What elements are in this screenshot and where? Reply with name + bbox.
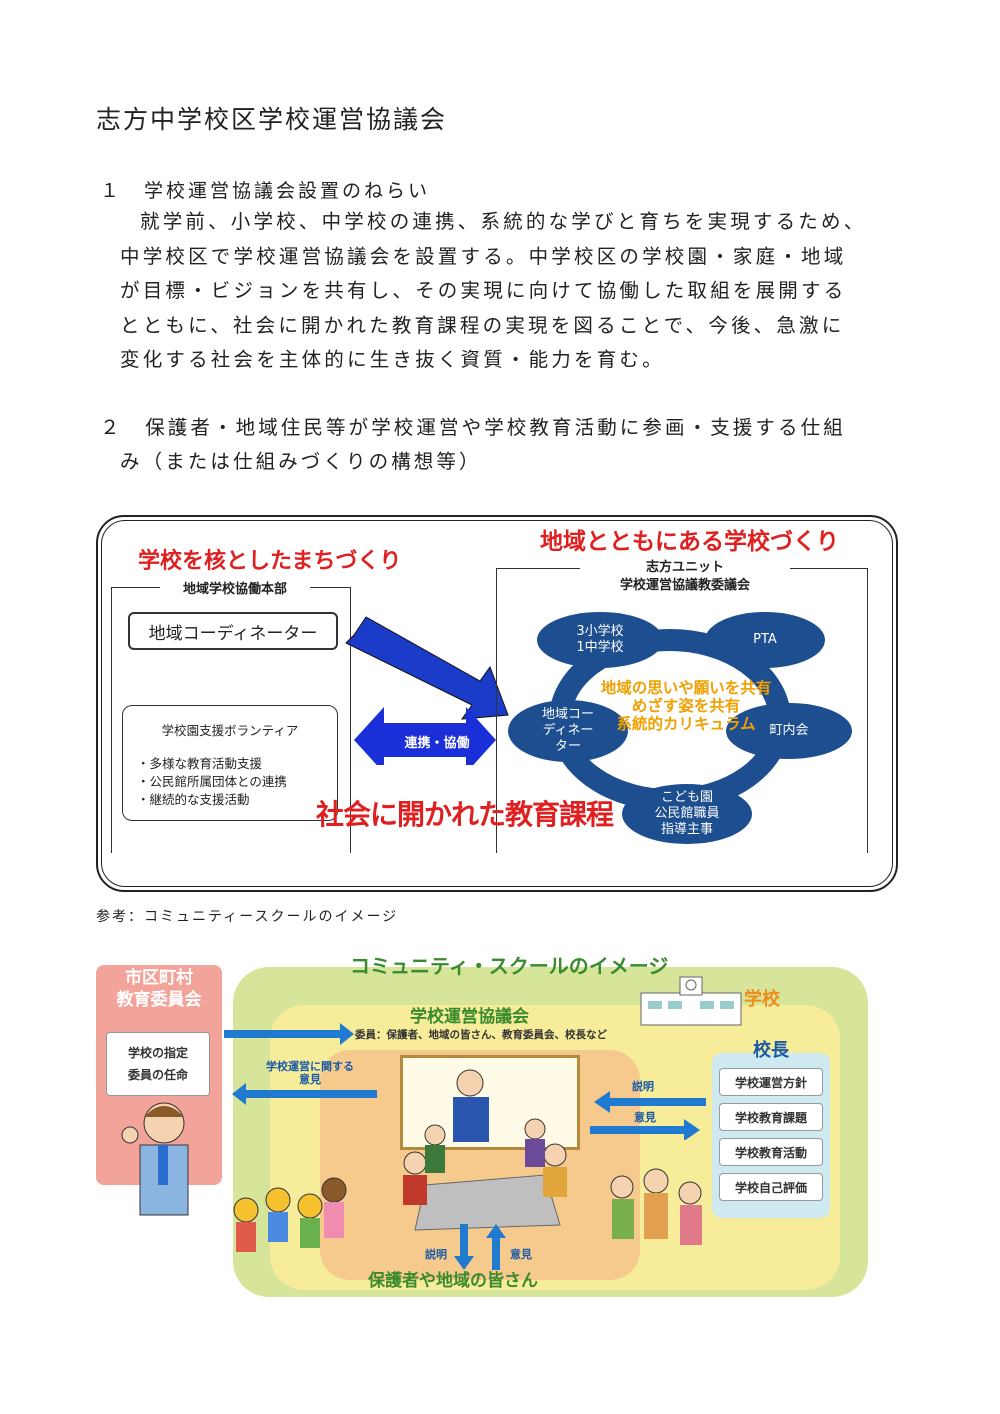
bottom-red-text: 社会に開かれた教育課程: [316, 798, 614, 831]
diagram1-inner-frame: [101, 520, 893, 887]
section2-heading-line2: み（または仕組みづくりの構想等）: [120, 450, 482, 473]
right-label-1: 志方ユニット: [580, 556, 790, 575]
council-members: 委員：保護者、地域の皆さん、教育委員会、校長など: [355, 1029, 607, 1041]
explain-label: 説明: [632, 1080, 654, 1093]
collab-label: 連携・協働: [404, 736, 470, 751]
family-illustration: [610, 1168, 702, 1245]
coordinator-box: 地域コーディネーター: [128, 612, 338, 650]
principal-arrows: [590, 1091, 706, 1140]
cs-title: コミュニティ・スクールのイメージ: [350, 954, 669, 978]
section1-heading: １ 学校運営協議会設置のねらい: [100, 180, 431, 202]
volunteer-item: ・公民館所属団体との連携: [137, 774, 287, 789]
principal-item: 学校教育活動: [719, 1138, 823, 1166]
principal-item: 学校教育課題: [719, 1103, 823, 1131]
reference-label: 参考：コミュニティースクールのイメージ: [96, 909, 399, 925]
school-building-icon: [640, 976, 742, 1026]
bottom-opinion-label: 意見: [510, 1248, 532, 1261]
board-arrows: [224, 1023, 377, 1105]
school-label: 学校: [744, 989, 780, 1010]
node-schools: 3小学校 1中学校: [537, 612, 663, 668]
volunteer-item: ・多様な教育活動支援: [137, 756, 263, 771]
board-title-1: 市区町村: [125, 968, 193, 988]
left-title: 学校を核としたまちづくり: [138, 549, 402, 574]
bottom-arrows: [454, 1224, 506, 1270]
section1-body: 就学前、小学校、中学校の連携、系統的な学びと育ちを実現するため、 中学校区で学校…: [120, 205, 920, 378]
opinion-label: 意見: [634, 1111, 656, 1124]
node-town: 町内会: [726, 703, 852, 759]
section1-line: 就学前、小学校、中学校の連携、系統的な学びと育ちを実現するため、: [140, 210, 867, 233]
board-title: 市区町村 教育委員会: [96, 967, 222, 1011]
middle-arrows: [345, 616, 509, 765]
section1-line: 中学校区で学校運営協議会を設置する。中学校区の学校園・家庭・地域: [120, 244, 847, 268]
board-title-2: 教育委員会: [116, 990, 202, 1010]
volunteer-item: ・継続的な支援活動: [137, 792, 250, 807]
node-coordinator: 地域コー ディネー ター: [508, 700, 628, 762]
participate-arrow: [345, 616, 509, 720]
volunteer-box: 学校園支援ボランティア ・多様な教育活動支援 ・公民館所属団体との連携 ・継続的…: [122, 705, 338, 821]
diagram1-frame: [96, 515, 898, 892]
section1-line: とともに、社会に開かれた教育課程の実現を図ることで、今後、急激に: [120, 313, 845, 337]
node-kids: こども園 公民館職員 指導主事: [622, 784, 752, 844]
collab-arrow: [354, 707, 496, 765]
right-title: 地域とともにある学校づくり: [540, 529, 839, 555]
volunteer-title: 学校園支援ボランティア: [161, 723, 299, 738]
meeting-illustration: [403, 1069, 567, 1231]
section2-heading: ２ 保護者・地域住民等が学校運営や学校教育活動に参画・支援する仕組: [100, 416, 846, 439]
section1-line: 変化する社会を主体的に生き抜く資質・能力を育む。: [120, 348, 665, 371]
section1-line: が目標・ビジョンを共有し、その実現に向けて協働した取組を展開する: [120, 279, 847, 302]
page-title: 志方中学校区学校運営協議会: [96, 105, 448, 134]
council-title: 学校運営協議会: [410, 1007, 529, 1027]
bottom-label: 保護者や地域の皆さん: [368, 1271, 538, 1291]
opinion-left-label: 学校運営に関する 意見: [266, 1060, 354, 1086]
children-illustration: [233, 1177, 347, 1252]
center-text: 地域の思いや願いを共有 めざす姿を共有 系統的カリキュラム: [600, 679, 772, 733]
principal-figure: [121, 1102, 189, 1216]
left-label: 地域学校協働本部: [160, 578, 310, 597]
board-box: 学校の指定 委員の任命: [106, 1032, 210, 1096]
node-pta: PTA: [705, 612, 825, 668]
bottom-explain-label: 説明: [425, 1248, 447, 1261]
principal-item: 学校運営方針: [719, 1068, 823, 1096]
principal-label: 校長: [753, 1040, 789, 1061]
principal-item: 学校自己評価: [719, 1173, 823, 1201]
right-label-2: 学校運営協議教委議会: [580, 574, 790, 593]
